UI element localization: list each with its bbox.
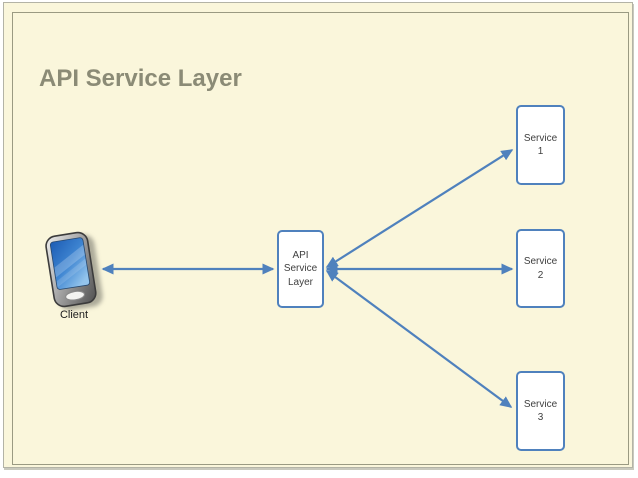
service-3-line1: Service — [523, 398, 558, 410]
api-service-layer-node: API Service Layer — [277, 230, 324, 308]
service-3-line2: 3 — [537, 412, 544, 423]
service-2-node: Service 2 — [516, 229, 565, 308]
service-2-line1: Service — [523, 256, 558, 267]
connector-api-service3 — [325, 270, 513, 408]
connector-api-service1 — [325, 149, 514, 268]
service-1-node: Service 1 — [516, 105, 565, 185]
service-2-line2: 2 — [537, 269, 544, 281]
service-1-line1: Service — [523, 132, 558, 144]
connector-arrows — [101, 149, 514, 408]
client-label: Client — [59, 309, 89, 321]
service-3-node: Service 3 — [516, 371, 565, 451]
page-title: API Service Layer — [39, 65, 242, 93]
api-node-line3: Layer — [287, 276, 313, 288]
smartphone-icon — [45, 231, 97, 308]
api-node-line1: API — [292, 249, 309, 261]
service-1-line2: 1 — [537, 146, 544, 157]
api-node-line2: Service — [283, 263, 318, 275]
slide: API Service Layer — [3, 2, 633, 468]
